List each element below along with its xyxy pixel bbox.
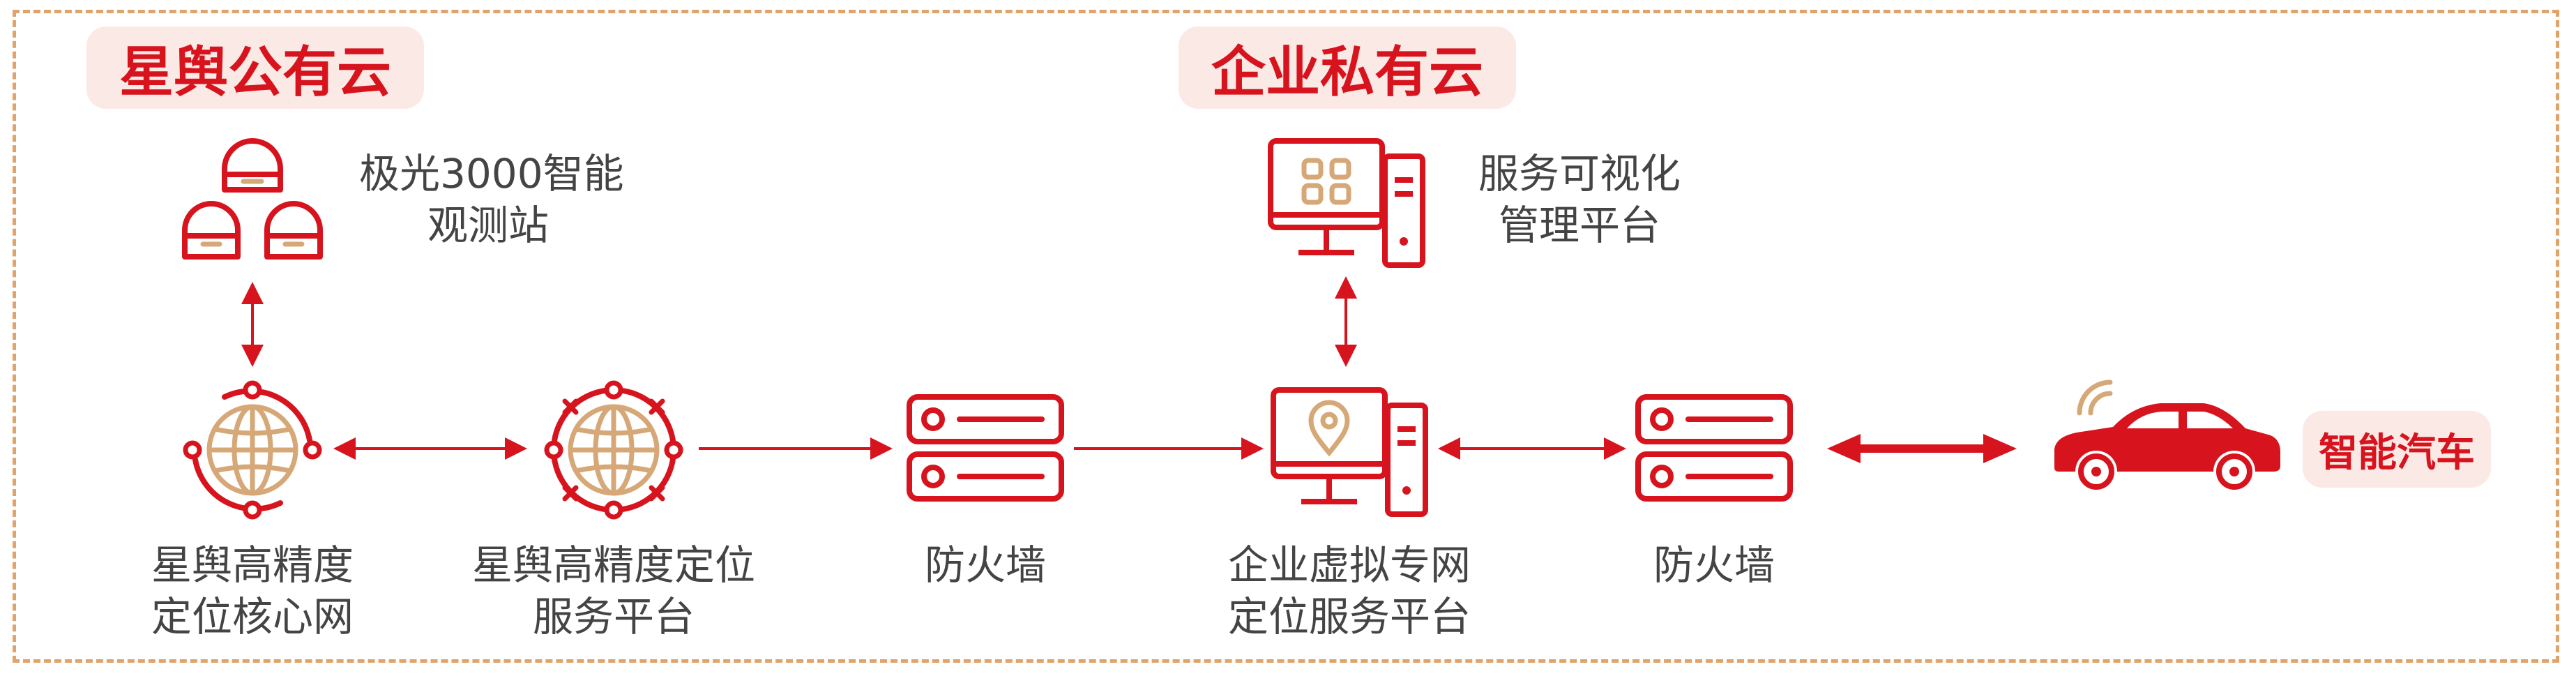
stations-label: 极光3000智能 观测站 [359,148,624,251]
public-cloud-tag: 星舆公有云 [86,27,424,109]
vpn-label-line2: 定位服务平台 [1227,593,1471,640]
visual-label-line1: 服务可视化 [1478,150,1681,197]
smart-car-tag: 智能汽车 [2303,411,2491,488]
computer-dashboard-icon [1268,138,1425,268]
service-label-line1: 星舆高精度定位 [471,541,755,589]
core-label: 星舆高精度 定位核心网 [120,539,385,643]
firewall1-label-line1: 防火墙 [924,541,1046,589]
vpn-label: 企业虚拟专网 定位服务平台 [1210,539,1489,643]
visual-label-line2: 管理平台 [1498,202,1660,249]
observation-station-icon [182,138,323,260]
private-cloud-tag: 企业私有云 [1179,27,1516,109]
firewall2-label: 防火墙 [1609,539,1819,591]
service-label-line2: 服务平台 [532,593,695,640]
firewall1-label: 防火墙 [881,539,1090,591]
diagram-border [13,10,2559,663]
firewall-server-icon [907,394,1064,502]
service-label: 星舆高精度定位 服务平台 [467,539,760,643]
globe-nodes-icon [544,380,683,520]
firewall-server-icon [1635,394,1793,502]
visual-label: 服务可视化 管理平台 [1450,148,1709,251]
core-label-line2: 定位核心网 [151,593,354,640]
stations-label-line1: 极光3000智能 [359,150,624,197]
core-label-line1: 星舆高精度 [151,541,354,589]
firewall2-label-line1: 防火墙 [1653,541,1775,589]
stations-label-line2: 观测站 [427,202,549,249]
smart-car-icon [2054,380,2280,490]
computer-location-icon [1271,387,1428,517]
globe-network-icon [183,380,322,520]
vpn-label-line1: 企业虚拟专网 [1227,541,1471,589]
